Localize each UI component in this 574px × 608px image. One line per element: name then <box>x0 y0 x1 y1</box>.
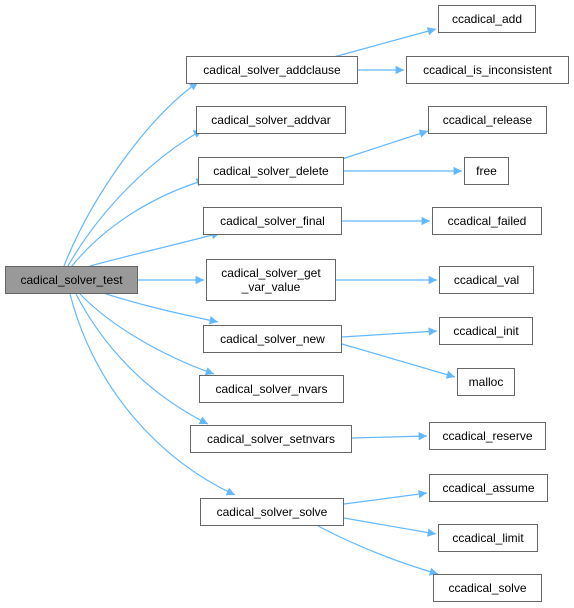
node-cadical-solver-get-var-value[interactable]: cadical_solver_get _var_value <box>206 259 336 301</box>
node-ccadical-add[interactable]: ccadical_add <box>438 5 536 33</box>
edge-new-malloc <box>341 343 456 379</box>
edge-solve-ccadical-solve <box>317 525 439 576</box>
edge-root-addvar <box>67 129 203 267</box>
node-cadical-solver-test[interactable]: cadical_solver_test <box>5 266 138 294</box>
node-ccadical-release[interactable]: ccadical_release <box>428 106 547 134</box>
edge-setnvars-reserve <box>351 432 428 441</box>
node-cadical-solver-delete[interactable]: cadical_solver_delete <box>198 157 344 185</box>
node-cadical-solver-addvar[interactable]: cadical_solver_addvar <box>196 106 346 134</box>
node-ccadical-val[interactable]: ccadical_val <box>439 266 534 294</box>
node-label: cadical_solver_get _var_value <box>221 266 321 294</box>
node-ccadical-assume[interactable]: ccadical_assume <box>429 474 548 502</box>
node-label: ccadical_assume <box>442 481 535 495</box>
edge-root-nvars <box>79 293 215 376</box>
node-cadical-solver-new[interactable]: cadical_solver_new <box>203 325 342 353</box>
node-free[interactable]: free <box>464 157 509 185</box>
node-cadical-solver-addclause[interactable]: cadical_solver_addclause <box>186 56 358 84</box>
edge-root-solve <box>69 293 236 496</box>
node-label: ccadical_is_inconsistent <box>423 63 552 77</box>
node-cadical-solver-solve[interactable]: cadical_solver_solve <box>200 498 344 526</box>
node-cadical-solver-setnvars[interactable]: cadical_solver_setnvars <box>190 425 352 453</box>
edge-root-addclause <box>63 81 199 267</box>
node-label: free <box>476 164 497 178</box>
node-ccadical-init[interactable]: ccadical_init <box>439 317 533 345</box>
node-label: malloc <box>468 375 504 389</box>
edge-root-setnvars <box>75 293 209 425</box>
node-label: cadical_solver_solve <box>216 505 328 519</box>
node-label: ccadical_failed <box>447 214 527 228</box>
edge-addclause-ccadical-add <box>329 27 437 59</box>
edge-solve-assume <box>343 489 428 505</box>
node-label: ccadical_release <box>442 113 533 127</box>
node-label: ccadical_val <box>453 273 520 287</box>
node-label: ccadical_solve <box>448 581 527 595</box>
node-label: cadical_solver_new <box>220 332 325 346</box>
node-malloc[interactable]: malloc <box>457 368 515 396</box>
edge-solve-limit <box>343 517 437 537</box>
node-cadical-solver-final[interactable]: cadical_solver_final <box>203 207 342 235</box>
node-label: ccadical_reserve <box>442 429 533 443</box>
node-ccadical-reserve[interactable]: ccadical_reserve <box>429 422 546 450</box>
edge-root-new <box>99 291 219 325</box>
node-ccadical-limit[interactable]: ccadical_limit <box>438 524 538 552</box>
node-cadical-solver-nvars[interactable]: cadical_solver_nvars <box>199 375 344 403</box>
edge-delete-release <box>341 129 429 160</box>
node-label: cadical_solver_delete <box>213 164 329 178</box>
node-ccadical-is-inconsistent[interactable]: ccadical_is_inconsistent <box>406 56 569 84</box>
node-label: cadical_solver_nvars <box>215 382 328 396</box>
node-label: cadical_solver_test <box>20 273 123 287</box>
node-label: ccadical_limit <box>452 531 524 545</box>
node-ccadical-failed[interactable]: ccadical_failed <box>432 207 542 235</box>
node-label: cadical_solver_addclause <box>203 63 341 77</box>
edge-root-final <box>89 231 221 267</box>
edge-root-delete <box>71 178 206 267</box>
edge-new-init <box>341 327 438 338</box>
node-label: cadical_solver_final <box>220 214 325 228</box>
node-label: ccadical_add <box>451 12 523 26</box>
node-label: ccadical_init <box>453 324 519 338</box>
node-label: cadical_solver_setnvars <box>206 432 336 446</box>
node-label: cadical_solver_addvar <box>211 113 331 127</box>
node-ccadical-solve[interactable]: ccadical_solve <box>433 574 542 602</box>
